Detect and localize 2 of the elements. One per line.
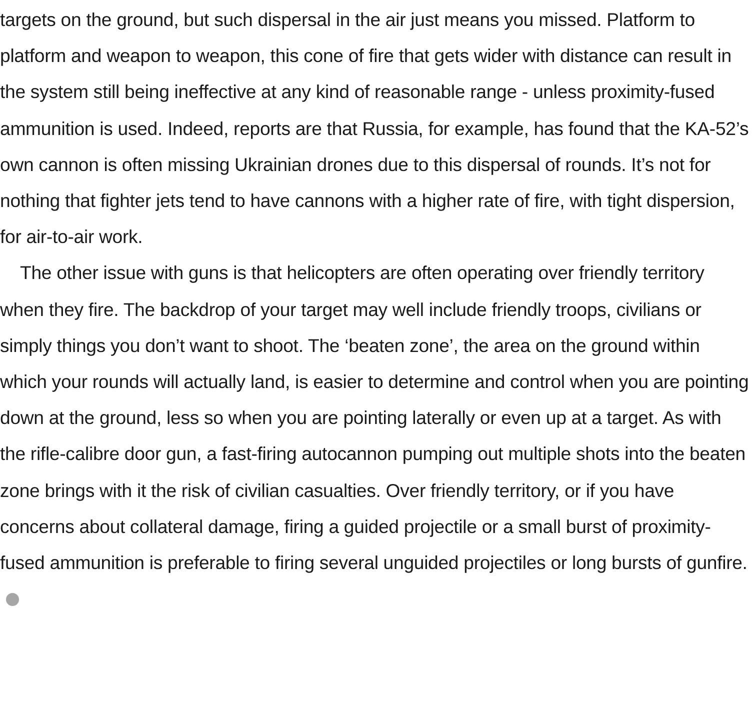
paragraph: targets on the ground, but such dispersal in the air just means you missed. Platform to platform and weapon to weapon, this cone of fire that gets wider with distance can result in the system still being ineffective at any kind of reasonable range - unless proximity-fused ammunition is used. Indeed, reports are that Russia, for example, has found that the KA-52’s own cannon is often missing Ukrainian drones due to this dispersal of rounds. It’s not for nothing that fighter jets tend to have cannons with a higher rate of fire, with tight dispersion, for air-to-air work.	[0, 8, 750, 250]
paragraph: The other issue with guns is that helicopters are often operating over friendly territory when they fire. The backdrop of your target may well include friendly troops, civilians or simply things you don’t want to shoot. The ‘beaten zone’, the area on the ground within which your rounds will actually land, is easier to determine and control when you are pointing down at the ground, less so when you are pointing laterally or even up at a target. As with the rifle-calibre door gun, a fast-firing autocannon pumping out multiple shots into the beaten zone brings with it the risk of civilian casualties. Over friendly territory, or if you have concerns about collateral damage, firing a guided projectile or a small burst of proximity-fused ammunition is preferable to firing several unguided projectiles or long bursts of gunfire.	[0, 262, 749, 574]
